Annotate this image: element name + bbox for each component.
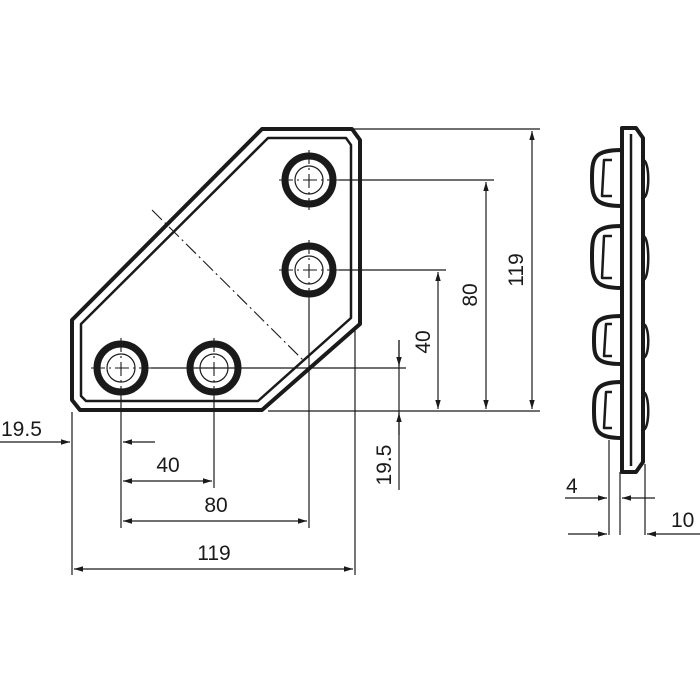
label-height-hole-mid: 40 bbox=[412, 330, 435, 353]
label-thickness-plate: 4 bbox=[566, 475, 578, 498]
dimension-labels: 119 80 40 19.5 19.5 40 80 119 bbox=[1, 253, 528, 565]
label-height-total: 119 bbox=[505, 253, 528, 286]
side-screw-3 bbox=[592, 314, 650, 366]
plate-outline-inner bbox=[79, 136, 353, 403]
side-plate bbox=[620, 126, 645, 474]
label-offset-left: 19.5 bbox=[1, 418, 42, 441]
label-thickness-total: 10 bbox=[671, 509, 694, 532]
side-dimension-lines bbox=[565, 495, 700, 537]
side-screw-4 bbox=[592, 380, 650, 440]
extension-lines bbox=[71, 128, 540, 575]
side-view: 4 10 bbox=[565, 126, 700, 537]
diagonal-center-line bbox=[151, 209, 306, 363]
label-width-hole-mid: 40 bbox=[156, 454, 179, 477]
label-width-total: 119 bbox=[197, 542, 230, 565]
side-screw-1 bbox=[590, 148, 650, 208]
label-width-hole-right: 80 bbox=[204, 494, 227, 517]
plate-outline-outer bbox=[70, 127, 362, 412]
label-offset-right: 19.5 bbox=[373, 445, 396, 486]
dimension-lines bbox=[0, 131, 535, 572]
side-screw-2 bbox=[590, 224, 650, 290]
label-height-hole-top: 80 bbox=[459, 283, 482, 306]
